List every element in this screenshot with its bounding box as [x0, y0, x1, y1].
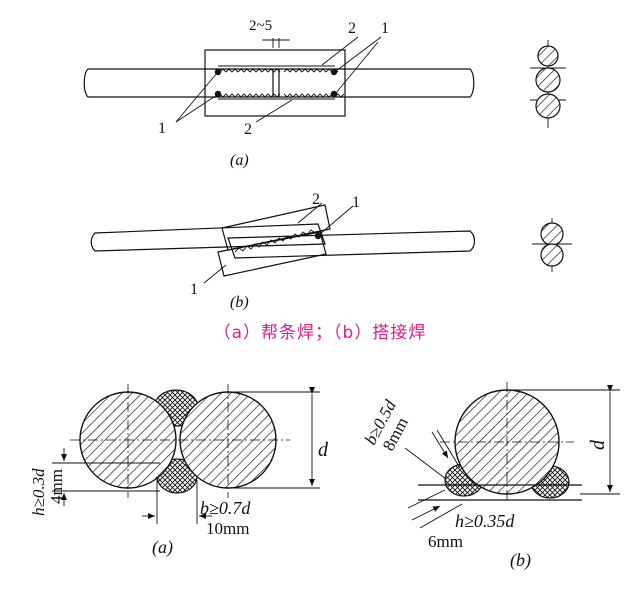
- section-a: [530, 40, 566, 128]
- b-label-a: b≥0.7d: [200, 498, 251, 518]
- label-1-upper: 1: [381, 20, 389, 37]
- d-label-b: d: [587, 439, 609, 450]
- side-view-a: 2~5 2 1 1 2 (a): [83, 18, 475, 169]
- weld-seam: [219, 68, 339, 73]
- label-2-upper: 2: [348, 20, 356, 37]
- rebar-right: [227, 230, 476, 259]
- h-value-a: 4mm: [47, 469, 66, 504]
- rebar-a: [83, 68, 475, 98]
- label-1-lower: 1: [158, 120, 166, 137]
- strap-plate: [204, 49, 346, 117]
- panel-label-bottom-b: (b): [510, 550, 531, 571]
- d-label-a: d: [318, 439, 329, 461]
- h-value-b: 6mm: [428, 532, 463, 551]
- side-view-b: 2 1 1 (b): [90, 191, 476, 311]
- lap-weld-seam: [234, 229, 316, 253]
- section-detail-a: d h≥0.3d 4mm b≥0.7d 10mm (a): [29, 384, 329, 558]
- label-1-b-upper: 1: [352, 194, 360, 211]
- figure-caption: （a）帮条焊；（b）搭接焊: [213, 323, 427, 343]
- panel-label-top-b: (b): [230, 294, 249, 311]
- h-label-b: h≥0.35d: [455, 511, 515, 531]
- panel-label-bottom-a: (a): [152, 537, 173, 558]
- label-2-b: 2: [312, 191, 320, 208]
- panel-label-top-a: (a): [230, 152, 249, 169]
- label-2-lower: 2: [244, 121, 252, 138]
- section-b: [532, 218, 572, 272]
- label-1-b-lower: 1: [190, 281, 198, 298]
- h-label-a: h≥0.3d: [29, 468, 48, 516]
- b-value-a: 10mm: [206, 519, 249, 538]
- gap-label: 2~5: [249, 18, 272, 34]
- section-detail-b: d b≥0.5d 8mm h≥0.35d 6mm (b): [361, 382, 620, 571]
- rebar-left: [90, 223, 326, 252]
